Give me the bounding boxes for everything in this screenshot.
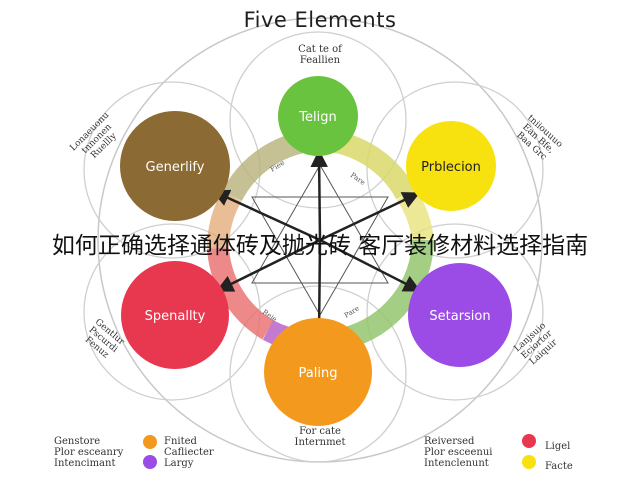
legend-dot-red [522, 434, 536, 448]
node-circle [120, 111, 230, 221]
arrow-left-bottom [215, 238, 321, 292]
legend-item-label: Cafliecter [164, 447, 214, 458]
legend-item-label: Fnited [164, 436, 197, 447]
bottom-note: For cate Internmet [270, 426, 370, 448]
legend-dot-yellow [522, 455, 536, 469]
top-note-line: Cat te of [298, 44, 342, 55]
node-circle [264, 318, 372, 426]
node-label: Setarsion [429, 309, 490, 324]
petal-circle-top [229, 31, 407, 209]
legend-item-label: Ligel [545, 441, 571, 452]
arrow-right-top [319, 192, 421, 242]
top-note-line: Feallien [299, 55, 341, 66]
arrow-right-bottom [319, 238, 422, 292]
ring-tick-label: Pare [349, 171, 367, 187]
legend-dot-orange [143, 435, 157, 449]
legend-left-items: Fnited Cafliecter Largy [164, 436, 214, 469]
node-top: Telign [278, 76, 358, 156]
ring-segment-green [342, 239, 434, 349]
arrow-top [310, 149, 328, 241]
node-label: Generlify [146, 160, 205, 175]
petal-circle-right-top [366, 81, 544, 259]
legend-left-line: Intencimant [54, 458, 116, 469]
legend-right-text: Reiversed Plor esceenui Intenclenunt [424, 436, 492, 469]
node-label: Telign [298, 110, 336, 125]
bottom-note-line: Internmet [294, 437, 346, 448]
legend-right-line: Plor esceenui [424, 447, 493, 458]
node-label: Spenallty [145, 309, 206, 324]
node-label: Prblecion [421, 160, 481, 175]
node-circle [121, 261, 229, 369]
legend-dot-purple [143, 455, 157, 469]
ring-segment-red [207, 246, 274, 340]
legend-item-label: Largy [164, 458, 194, 469]
node-bottom: Paling [264, 318, 372, 426]
node-circle [408, 263, 512, 367]
top-note: Cat te of Feallien [270, 44, 370, 66]
legend-left-text: Genstore Plor esceanry Intencimant [54, 436, 123, 469]
node-right-bottom: Setarsion [408, 263, 512, 367]
node-left-bottom: Spenallty [121, 261, 229, 369]
legend-right-line: Reiversed [424, 436, 475, 447]
ring-tick-label: Pare [343, 304, 361, 319]
legend-left-line: Plor esceanry [54, 447, 124, 458]
petal-circle-right-bottom [366, 223, 544, 401]
node-right-top: Prblecion [406, 121, 496, 211]
bottom-note-line: For cate [299, 426, 341, 437]
node-left-top: Generlify [120, 111, 230, 221]
diagram-title: Five Elements [243, 8, 397, 32]
arrow-left-top [211, 189, 321, 242]
node-label: Paling [299, 366, 338, 381]
legend-right-items: Ligel Facte [545, 437, 573, 477]
petal-circle-bottom [229, 285, 407, 463]
legend-item-label: Facte [545, 461, 573, 472]
legend-right-line: Intenclenunt [424, 458, 489, 469]
overlay-banner-text: 如何正确选择通体砖及抛光砖 客厅装修材料选择指南 [51, 233, 589, 259]
legend-left-line: Genstore [54, 436, 101, 447]
node-circle [406, 121, 496, 211]
node-circle [278, 76, 358, 156]
